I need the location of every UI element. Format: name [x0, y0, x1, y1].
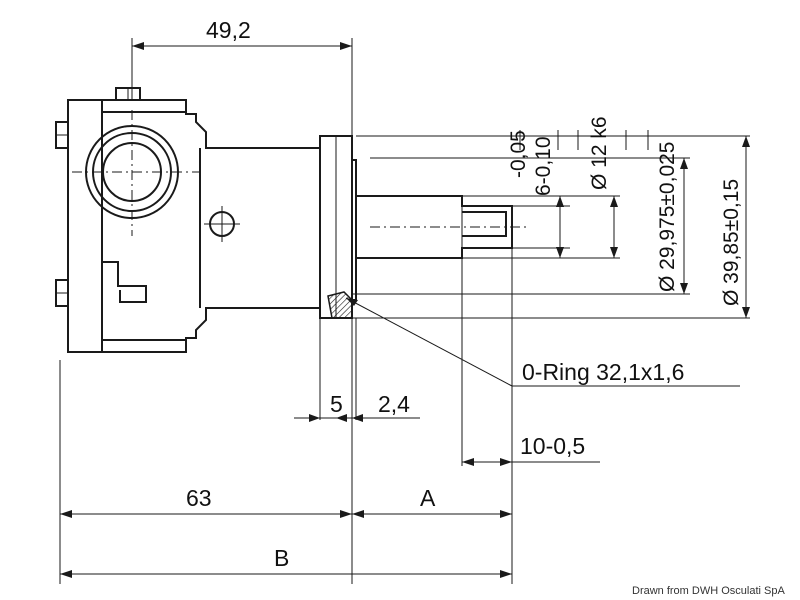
dim-bore-diameter: Ø 29,975±0,025	[656, 142, 679, 292]
dim-key-width: 6-0,10	[532, 136, 555, 196]
dim-oring-offset: 2,4	[378, 391, 410, 417]
dim-flange-thickness: 5	[330, 391, 343, 417]
dim-63: 63	[186, 485, 212, 511]
dim-tolerance-minus: -0,05	[507, 130, 530, 178]
drawing-credit: Drawn from DWH Osculati SpA	[632, 585, 785, 597]
label-oring: 0-Ring 32,1x1,6	[522, 359, 684, 385]
dim-length-b: B	[274, 545, 289, 571]
dim-flange-diameter: Ø 39,85±0,15	[720, 179, 743, 306]
dim-shaft-length: 10-0,5	[520, 433, 585, 459]
pump-body	[55, 87, 530, 353]
dim-length-a: A	[420, 485, 436, 511]
dimension-lines	[59, 38, 750, 584]
dim-shaft-diameter: Ø 12 k6	[588, 116, 611, 190]
dim-49-2: 49,2	[206, 17, 251, 43]
